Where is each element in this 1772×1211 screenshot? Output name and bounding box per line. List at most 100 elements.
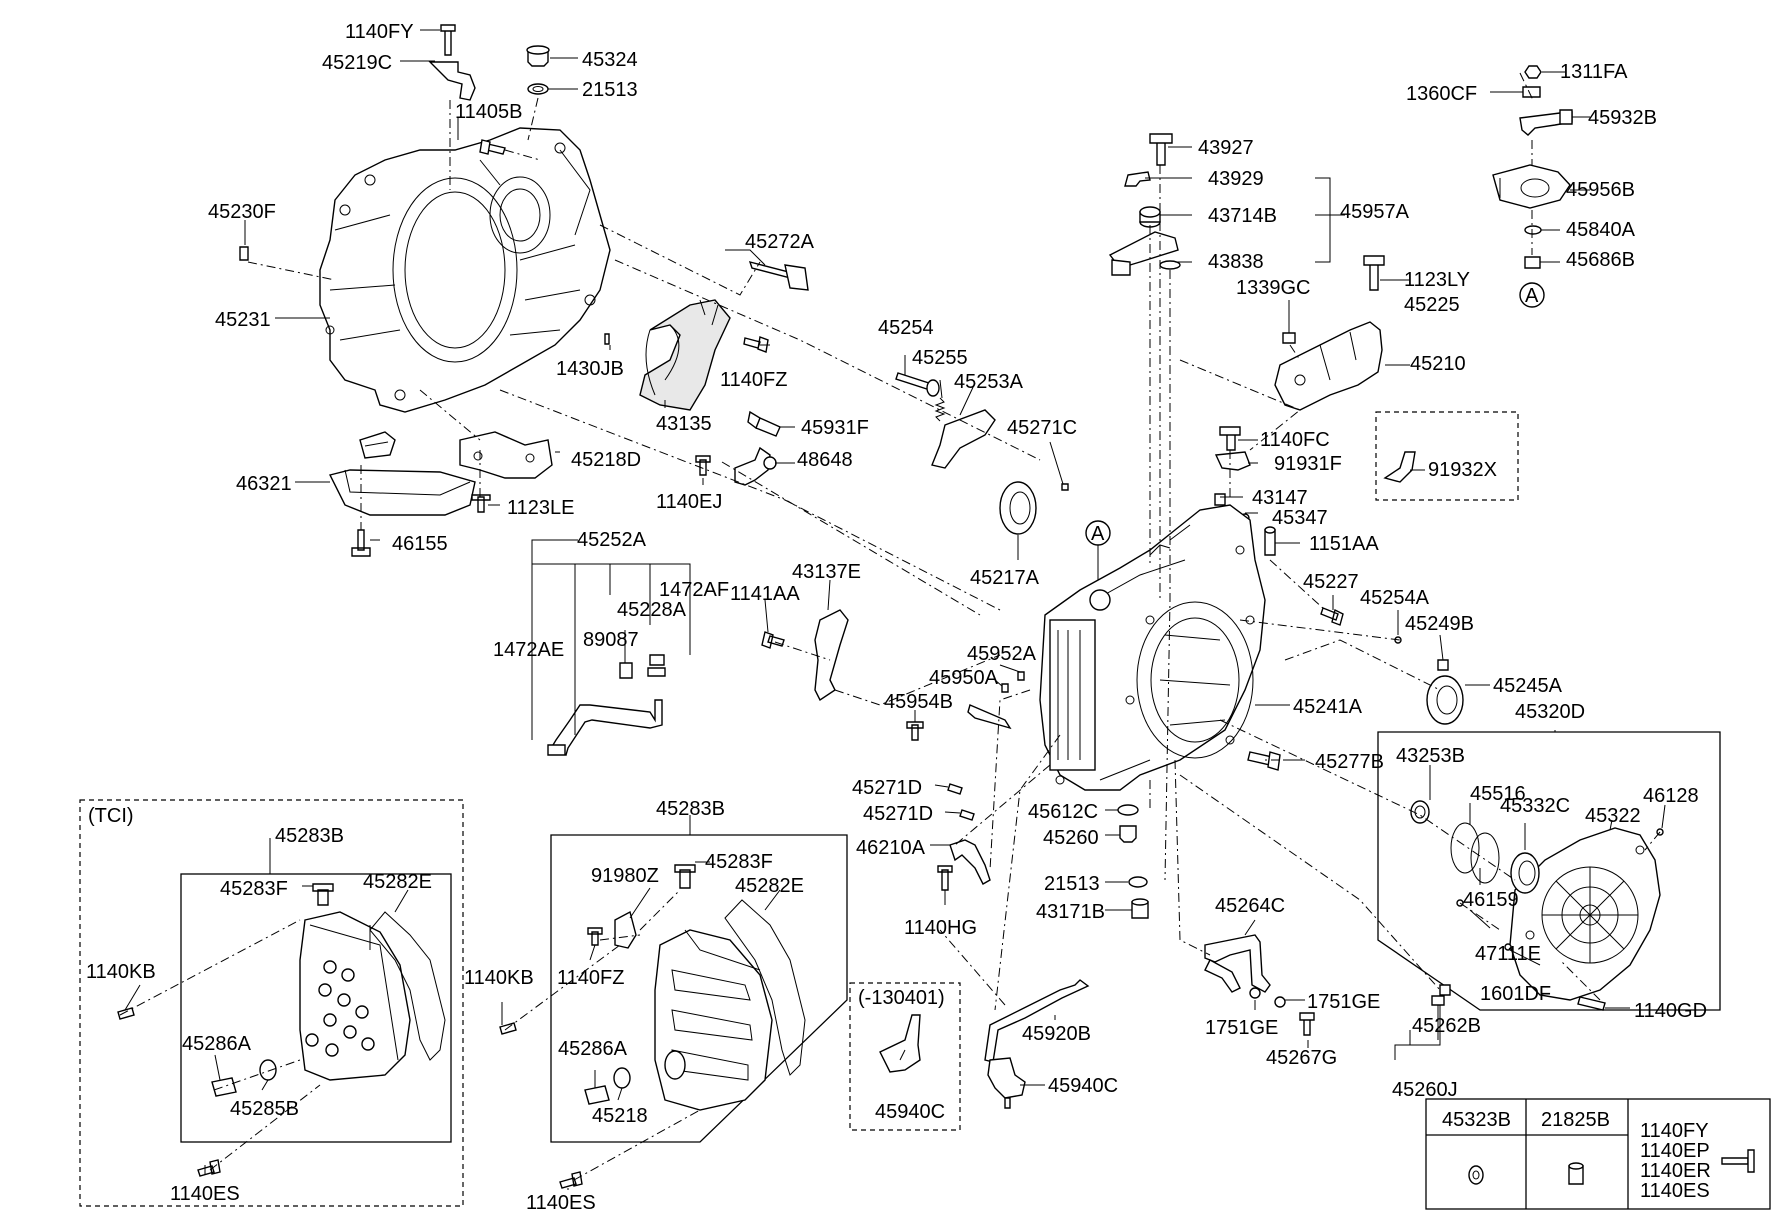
label-46159: 46159 <box>1463 889 1519 911</box>
nut-icon <box>1468 1165 1484 1185</box>
label-45286a-l: 45286A <box>182 1033 252 1055</box>
label-45245a: 45245A <box>1493 675 1563 697</box>
plug-45249b <box>1437 659 1449 671</box>
bracket-45218d <box>459 431 553 479</box>
label-1751ge-r: 1751GE <box>1307 991 1380 1013</box>
label-45272a: 45272A <box>745 231 815 253</box>
bolt-45267g <box>1299 1012 1315 1036</box>
label-45218d: 45218D <box>571 449 641 471</box>
label-45952a: 45952A <box>967 643 1037 665</box>
hose-45252a <box>547 654 666 757</box>
seal-45245a <box>1426 675 1464 725</box>
plate-43137e <box>814 609 849 702</box>
bolt-icon <box>1721 1149 1755 1173</box>
bolt-1140fz-mid <box>587 927 603 946</box>
bolt-11405b <box>479 139 506 155</box>
label-43714b: 43714B <box>1208 205 1277 227</box>
label-45254: 45254 <box>878 317 934 339</box>
pipe-45264c <box>1204 934 1271 993</box>
label-48648: 48648 <box>797 449 853 471</box>
label-45252a: 45252A <box>577 529 647 551</box>
oil-pan-tci <box>299 911 411 1081</box>
label-1140gd: 1140GD <box>1634 1000 1707 1022</box>
label-1140es-l: 1140ES <box>170 1183 240 1205</box>
label-45347: 45347 <box>1272 507 1328 529</box>
sensor-45940c <box>987 1057 1026 1099</box>
label-1123ly: 1123LY <box>1404 269 1470 291</box>
label-45283f-r: 45283F <box>705 851 773 873</box>
label-45940c-main: 45940C <box>1048 1075 1118 1097</box>
label-45210: 45210 <box>1410 353 1466 375</box>
lever-48648 <box>734 446 777 486</box>
oil-pan-assembly-box-left <box>180 873 452 1143</box>
label-45840a: 45840A <box>1566 219 1636 241</box>
legend-col1-header: 45323B <box>1442 1109 1511 1131</box>
plug-45283f-l <box>312 883 334 906</box>
bolt-46155 <box>351 529 371 557</box>
bracket-91931f <box>1214 451 1251 471</box>
label-45264c: 45264C <box>1215 895 1285 917</box>
sensor-45940c-box <box>879 1014 921 1073</box>
bolt-1140kb-r <box>499 1022 517 1035</box>
washer-45285b <box>259 1059 277 1081</box>
assembly-outline-45320d <box>1377 731 1721 1011</box>
transaxle-case-45241a <box>1039 504 1266 791</box>
label-45260j: 45260J <box>1392 1079 1458 1101</box>
oil-filter-46321 <box>328 431 476 516</box>
bolt-1123ly <box>1363 255 1385 291</box>
label-21513-mid: 21513 <box>1044 873 1100 895</box>
label-45253a: 45253A <box>954 371 1024 393</box>
label-ref-a-top: A <box>1525 285 1539 307</box>
label-91931f: 91931F <box>1274 453 1342 475</box>
bracket-91932x <box>1383 451 1416 483</box>
label-1123le: 1123LE <box>507 497 574 519</box>
washer-1360cf <box>1522 86 1541 98</box>
label-1140hg: 1140HG <box>904 917 977 939</box>
label-45217a: 45217A <box>970 567 1040 589</box>
label-1140kb-l: 1140KB <box>86 961 156 983</box>
bolt-1123le <box>471 494 491 513</box>
label-45956b: 45956B <box>1566 179 1635 201</box>
option-box-91932x <box>1375 411 1519 501</box>
legend-table: 45323B 21825B 1140FY 1140EP 1140ER 1140E… <box>1425 1098 1771 1210</box>
label-1140es-r: 1140ES <box>526 1192 596 1211</box>
label-1140fz-top: 1140FZ <box>720 369 787 391</box>
label-date-variant: (-130401) <box>858 987 945 1009</box>
label-45260: 45260 <box>1043 827 1099 849</box>
label-43147: 43147 <box>1252 487 1308 509</box>
label-45283b-r: 45283B <box>656 798 725 820</box>
pin-45254 <box>895 372 940 397</box>
label-46321: 46321 <box>236 473 292 495</box>
label-45283f-l: 45283F <box>220 878 288 900</box>
legend-col2-header: 21825B <box>1541 1109 1610 1131</box>
oil-pan-45283b <box>654 929 773 1111</box>
legend-bolt-1: 1140FY <box>1640 1120 1709 1142</box>
label-43137e: 43137E <box>792 561 861 583</box>
label-43838: 43838 <box>1208 251 1264 273</box>
bushing-43714b <box>1139 206 1161 228</box>
label-45320d: 45320D <box>1515 701 1585 723</box>
legend-bolt-2: 1140EP <box>1640 1140 1710 1162</box>
label-45322: 45322 <box>1585 805 1641 827</box>
label-45249b: 45249B <box>1405 613 1474 635</box>
drain-plug-45283f-r <box>674 864 696 889</box>
label-45262b: 45262B <box>1412 1015 1481 1037</box>
oring-1751ge-l <box>1249 987 1261 999</box>
pin-45952a <box>1017 671 1025 681</box>
label-45932b: 45932B <box>1588 107 1657 129</box>
pin-45271d-2 <box>959 809 975 821</box>
seal-45612c <box>1117 804 1139 816</box>
oring-1751ge-r <box>1274 996 1286 1008</box>
bushing-43253b <box>1410 800 1430 824</box>
label-45255: 45255 <box>912 347 968 369</box>
pin-1430jb <box>604 333 610 345</box>
label-47111e: 47111E <box>1475 943 1541 965</box>
plug-45686b <box>1524 256 1541 269</box>
label-45516: 45516 <box>1470 783 1526 805</box>
label-91980z: 91980Z <box>591 865 659 887</box>
converter-housing-45231 <box>319 127 611 413</box>
label-45267g: 45267G <box>1266 1047 1337 1069</box>
label-43171b: 43171B <box>1036 901 1105 923</box>
spacer-icon <box>1568 1162 1584 1185</box>
